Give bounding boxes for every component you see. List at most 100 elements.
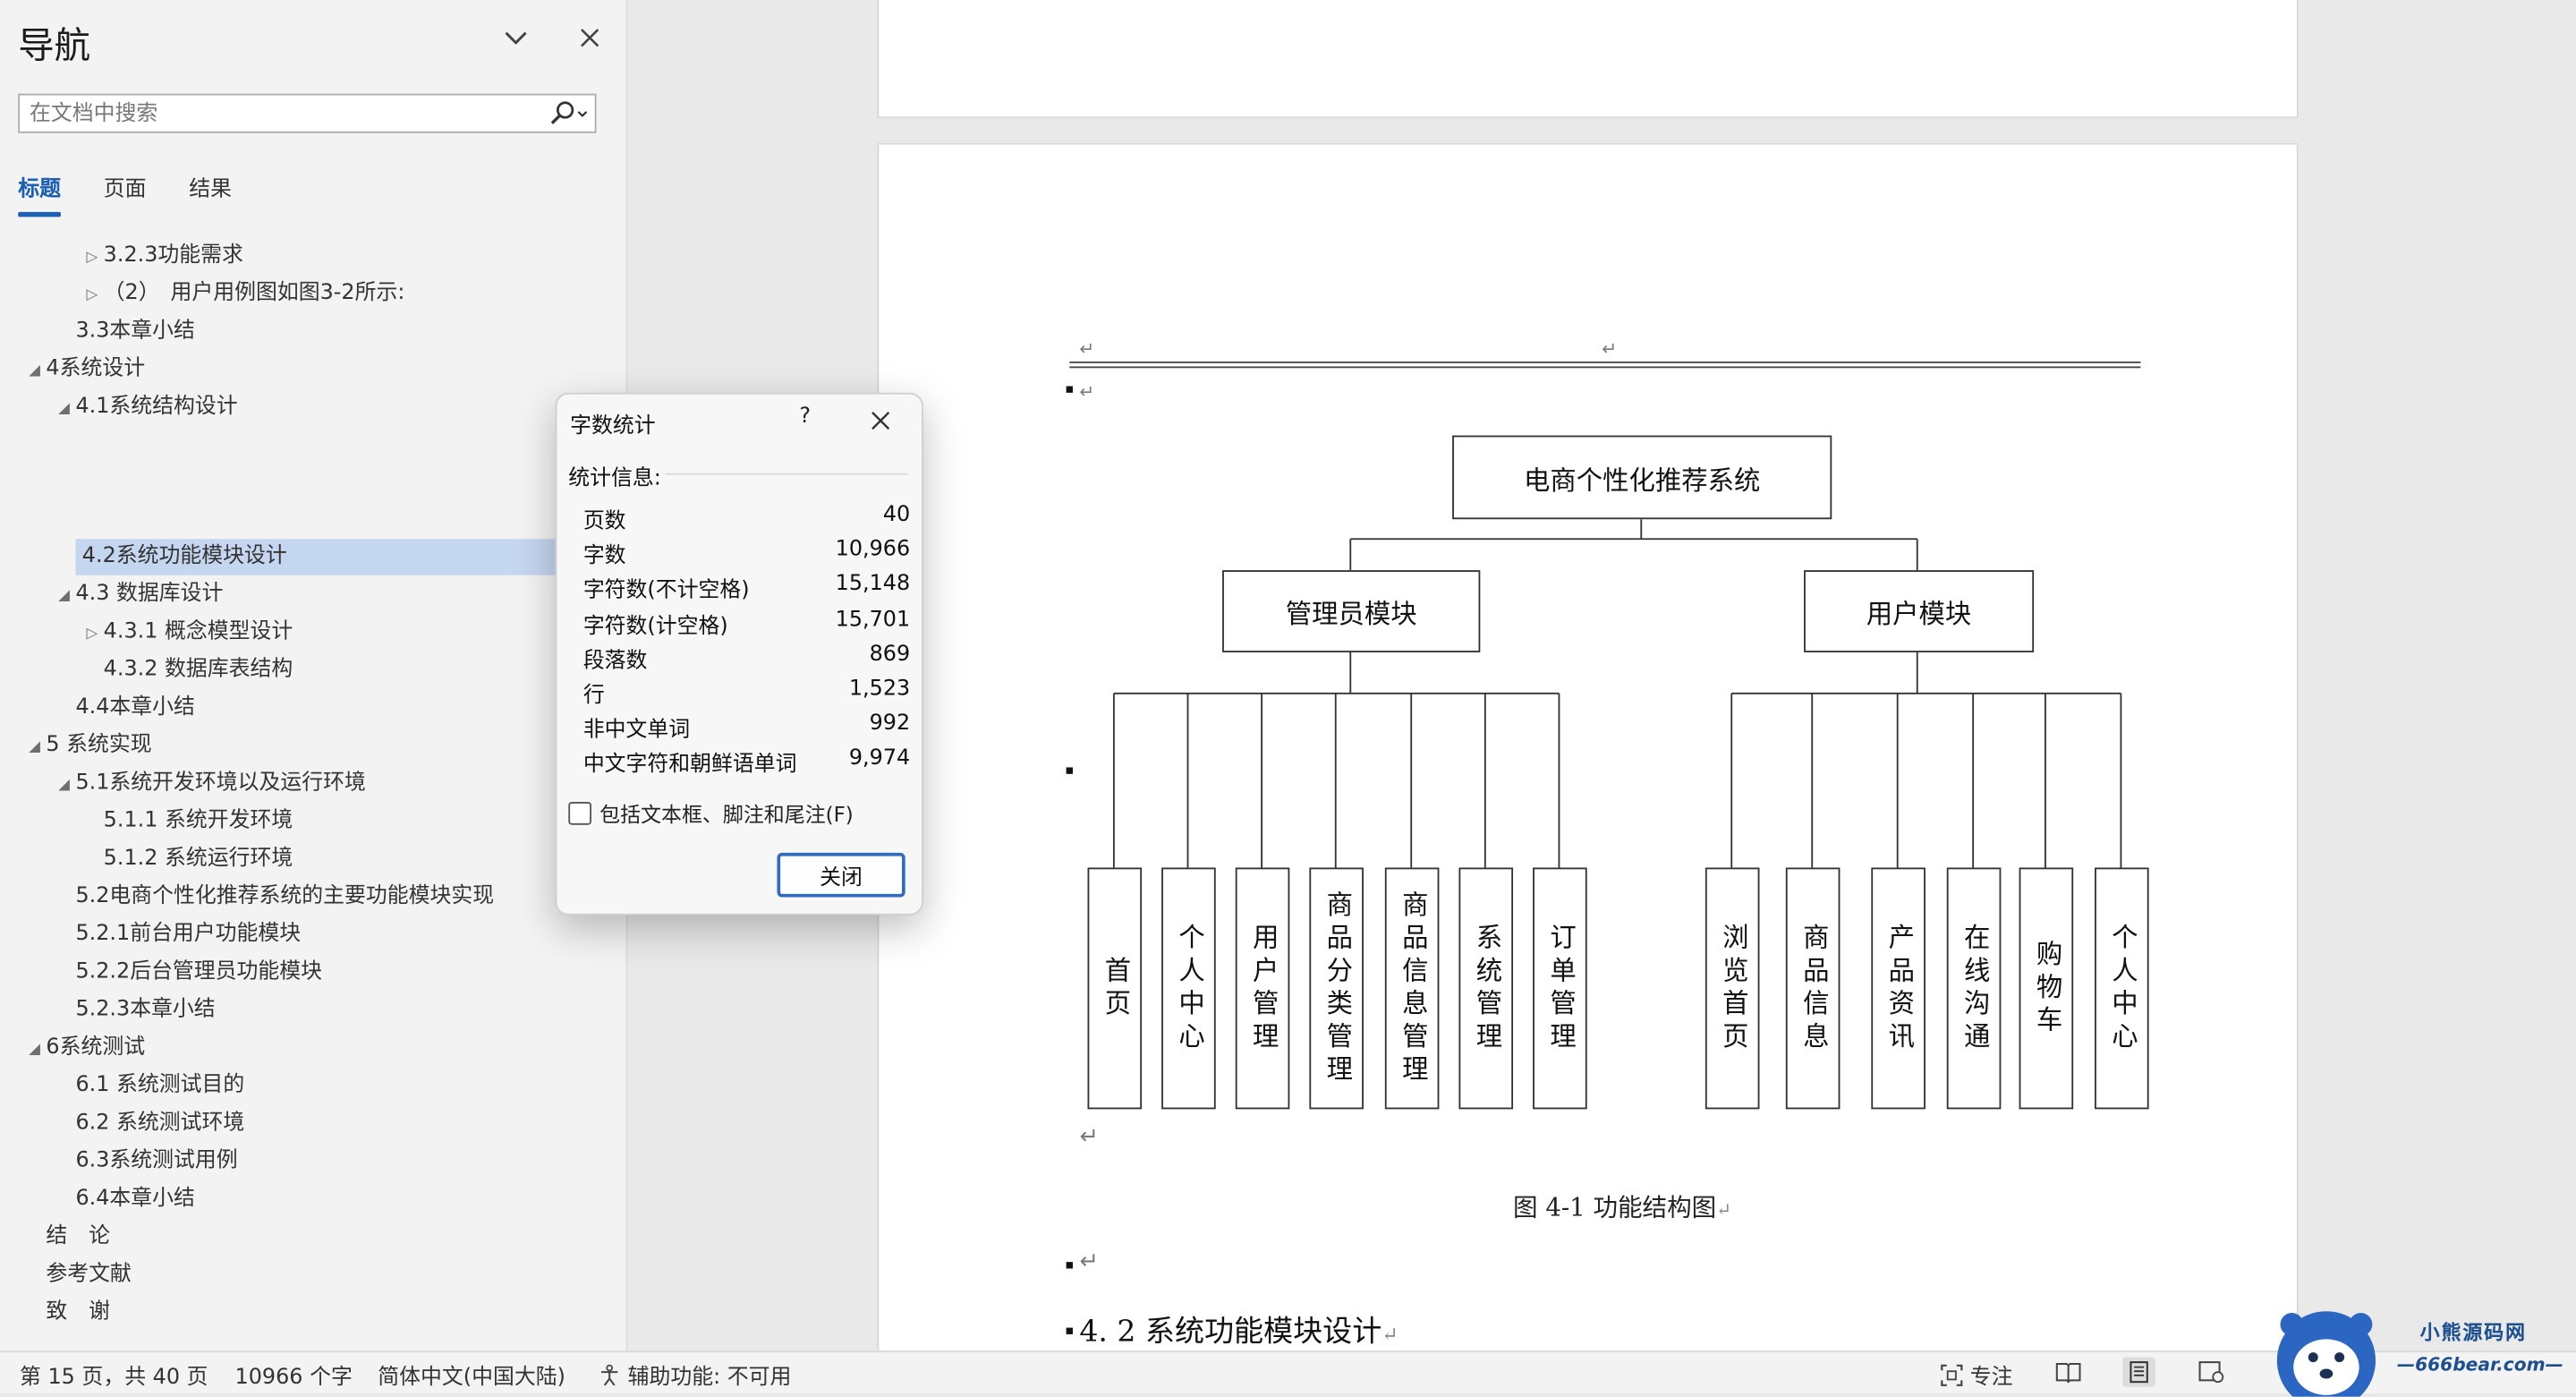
diagram-root-node: 电商个性化推荐系统 <box>1452 435 1832 520</box>
nav-heading-item[interactable]: 5.2.1前台用户功能模块 <box>53 917 301 953</box>
expand-triangle-icon[interactable]: ◢ <box>58 401 70 418</box>
language[interactable]: 简体中文(中国大陆) <box>378 1365 565 1391</box>
statistic-label: 非中文单词 <box>582 718 691 744</box>
nav-heading-label: 5.1.2 系统运行环境 <box>103 846 293 872</box>
focus-mode-button[interactable]: 专注 <box>1940 1359 2013 1391</box>
paragraph-bullet <box>1066 386 1073 393</box>
tab-results[interactable]: 结果 <box>189 177 232 202</box>
expand-triangle-icon[interactable]: ◢ <box>58 777 70 794</box>
book-icon <box>2055 1362 2081 1384</box>
nav-heading-item[interactable]: 6.4本章小结 <box>53 1181 195 1217</box>
nav-heading-item[interactable]: 5.2.2后台管理员功能模块 <box>53 955 322 991</box>
nav-heading-item[interactable]: 4.3.2 数据库表结构 <box>81 652 293 688</box>
nav-heading-label: 4.2系统功能模块设计 <box>81 543 287 569</box>
paragraph-mark: ↵ <box>1079 1248 1099 1275</box>
collapse-triangle-icon[interactable]: ▷ <box>86 250 98 267</box>
statistic-row: 字符数(计空格)15,701 <box>583 608 910 643</box>
help-button[interactable]: ? <box>799 404 812 430</box>
nav-heading-label: 3.2.3功能需求 <box>103 243 243 268</box>
expand-triangle-icon[interactable]: ◢ <box>29 362 40 380</box>
diagram-leaf-node: 购物车 <box>2019 867 2074 1110</box>
diagram-leaf-node: 个人中心 <box>2095 867 2149 1110</box>
nav-heading-item[interactable]: 6.3系统测试用例 <box>53 1144 237 1180</box>
paragraph-mark: ↵ <box>1382 1323 1399 1346</box>
nav-heading-item[interactable]: 5.1.1 系统开发环境 <box>81 804 293 839</box>
paragraph-mark: ↵ <box>1602 338 1618 361</box>
nav-heading-label: 6.2 系统测试环境 <box>75 1111 245 1136</box>
nav-heading-item[interactable]: ◢5 系统实现 <box>23 728 151 763</box>
checkbox-box[interactable] <box>568 801 591 824</box>
nav-heading-item[interactable]: ◢ 4.1系统结构设计 <box>53 389 238 425</box>
nav-heading-item[interactable]: 6.2 系统测试环境 <box>53 1106 244 1142</box>
diagram-admin-node: 管理员模块 <box>1222 570 1481 652</box>
nav-close-button[interactable] <box>572 20 608 55</box>
dialog-close-button[interactable] <box>863 405 898 438</box>
nav-heading-item[interactable]: 5.1.2 系统运行环境 <box>81 841 293 877</box>
word-count[interactable]: 10966 个字 <box>234 1365 353 1391</box>
nav-heading-item[interactable]: 6.1 系统测试目的 <box>53 1068 244 1103</box>
nav-search-input[interactable] <box>20 95 562 132</box>
status-bar: 第 15 页，共 40 页 10966 个字 简体中文(中国大陆) 辅助功能: … <box>0 1350 2576 1394</box>
nav-heading-item[interactable]: ▷ 3.2.3功能需求 <box>81 238 243 274</box>
statistic-value: 15,701 <box>835 607 911 633</box>
statistic-label: 字数 <box>582 544 626 569</box>
nav-heading-label: 4.1系统结构设计 <box>75 394 238 420</box>
nav-heading-item[interactable]: 4.4本章小结 <box>53 690 194 726</box>
nav-heading-item[interactable]: ◢4系统设计 <box>23 352 145 388</box>
nav-heading-label: 参考文献 <box>46 1262 132 1287</box>
expand-triangle-icon[interactable]: ◢ <box>29 1042 40 1059</box>
statistic-value: 15,148 <box>835 572 911 598</box>
page-count[interactable]: 第 15 页，共 40 页 <box>20 1365 208 1391</box>
diagram-leaf-node: 用户管理 <box>1235 867 1290 1110</box>
nav-heading-item[interactable]: ◢6系统测试 <box>23 1030 145 1066</box>
nav-heading-item[interactable]: 5.2电商个性化推荐系统的主要功能模块实现 <box>53 879 494 915</box>
paragraph-mark: ↵ <box>1079 380 1095 403</box>
nav-heading-item[interactable]: ▷（2） 用户用例图如图3-2所示: <box>81 276 404 311</box>
nav-heading-item[interactable]: ◢4.3 数据库设计 <box>53 576 223 612</box>
collapse-triangle-icon[interactable]: ▷ <box>86 287 98 304</box>
nav-heading-item[interactable]: 3.3本章小结 <box>53 314 194 350</box>
diagram-leaf-node: 产品资讯 <box>1871 867 1926 1110</box>
close-icon <box>871 412 890 430</box>
statistic-label: 段落数 <box>582 648 648 674</box>
nav-options-button[interactable] <box>497 20 533 55</box>
focus-label: 专注 <box>1969 1365 2013 1391</box>
checkbox-label: 包括文本框、脚注和尾注(F) <box>599 802 854 827</box>
nav-heading-item[interactable]: 参考文献 <box>23 1257 132 1293</box>
tab-pages[interactable]: 页面 <box>103 177 147 202</box>
nav-heading-item[interactable]: 结 论 <box>23 1219 110 1255</box>
read-mode-button[interactable] <box>2052 1358 2085 1387</box>
nav-heading-label: 4.3.2 数据库表结构 <box>103 657 293 682</box>
expand-triangle-icon[interactable]: ◢ <box>29 739 40 756</box>
web-layout-button[interactable] <box>2195 1358 2228 1387</box>
close-button[interactable]: 关闭 <box>777 852 905 898</box>
paragraph-bullet <box>1066 767 1073 774</box>
nav-tabs: 标题 页面 结果 <box>18 171 275 217</box>
statistic-row: 中文字符和朝鲜语单词 9,974 <box>583 746 910 781</box>
nav-heading-label: 6.4本章小结 <box>75 1186 195 1212</box>
section-divider <box>665 473 909 475</box>
tab-headings[interactable]: 标题 <box>18 171 61 217</box>
accessibility-status[interactable]: 辅助功能: 不可用 <box>598 1359 791 1390</box>
document-area[interactable]: ↵ ↵ ↵ <box>627 0 2576 1351</box>
include-textboxes-checkbox[interactable]: 包括文本框、脚注和尾注(F) <box>568 797 854 829</box>
navigation-pane: 导航 标题 页面 结果 ▷3.2.3功能需求▷（2） 用户用例图如图3-2所示:… <box>0 0 628 1351</box>
statistic-value: 9,974 <box>848 746 911 771</box>
print-layout-button[interactable] <box>2122 1357 2155 1387</box>
nav-heading-item[interactable]: 4.2系统功能模块设计 <box>75 539 626 575</box>
nav-heading-item[interactable]: 致 谢 <box>23 1295 110 1331</box>
statistic-value: 40 <box>882 502 911 528</box>
nav-heading-item[interactable]: ◢5.1系统开发环境以及运行环境 <box>53 766 366 802</box>
expand-triangle-icon[interactable]: ◢ <box>58 588 70 605</box>
statistic-label: 中文字符和朝鲜语单词 <box>582 753 797 779</box>
nav-heading-item[interactable]: ▷4.3.1 概念模型设计 <box>81 615 293 651</box>
diagram-leaf-node: 商品信息 <box>1785 867 1841 1110</box>
collapse-triangle-icon[interactable]: ▷ <box>86 626 98 643</box>
web-layout-icon <box>2198 1361 2224 1384</box>
nav-heading-item[interactable]: 5.2.3本章小结 <box>53 992 215 1028</box>
statistic-label: 页数 <box>582 509 626 534</box>
nav-heading-label: 结 论 <box>46 1223 111 1249</box>
search-button[interactable] <box>542 95 595 131</box>
